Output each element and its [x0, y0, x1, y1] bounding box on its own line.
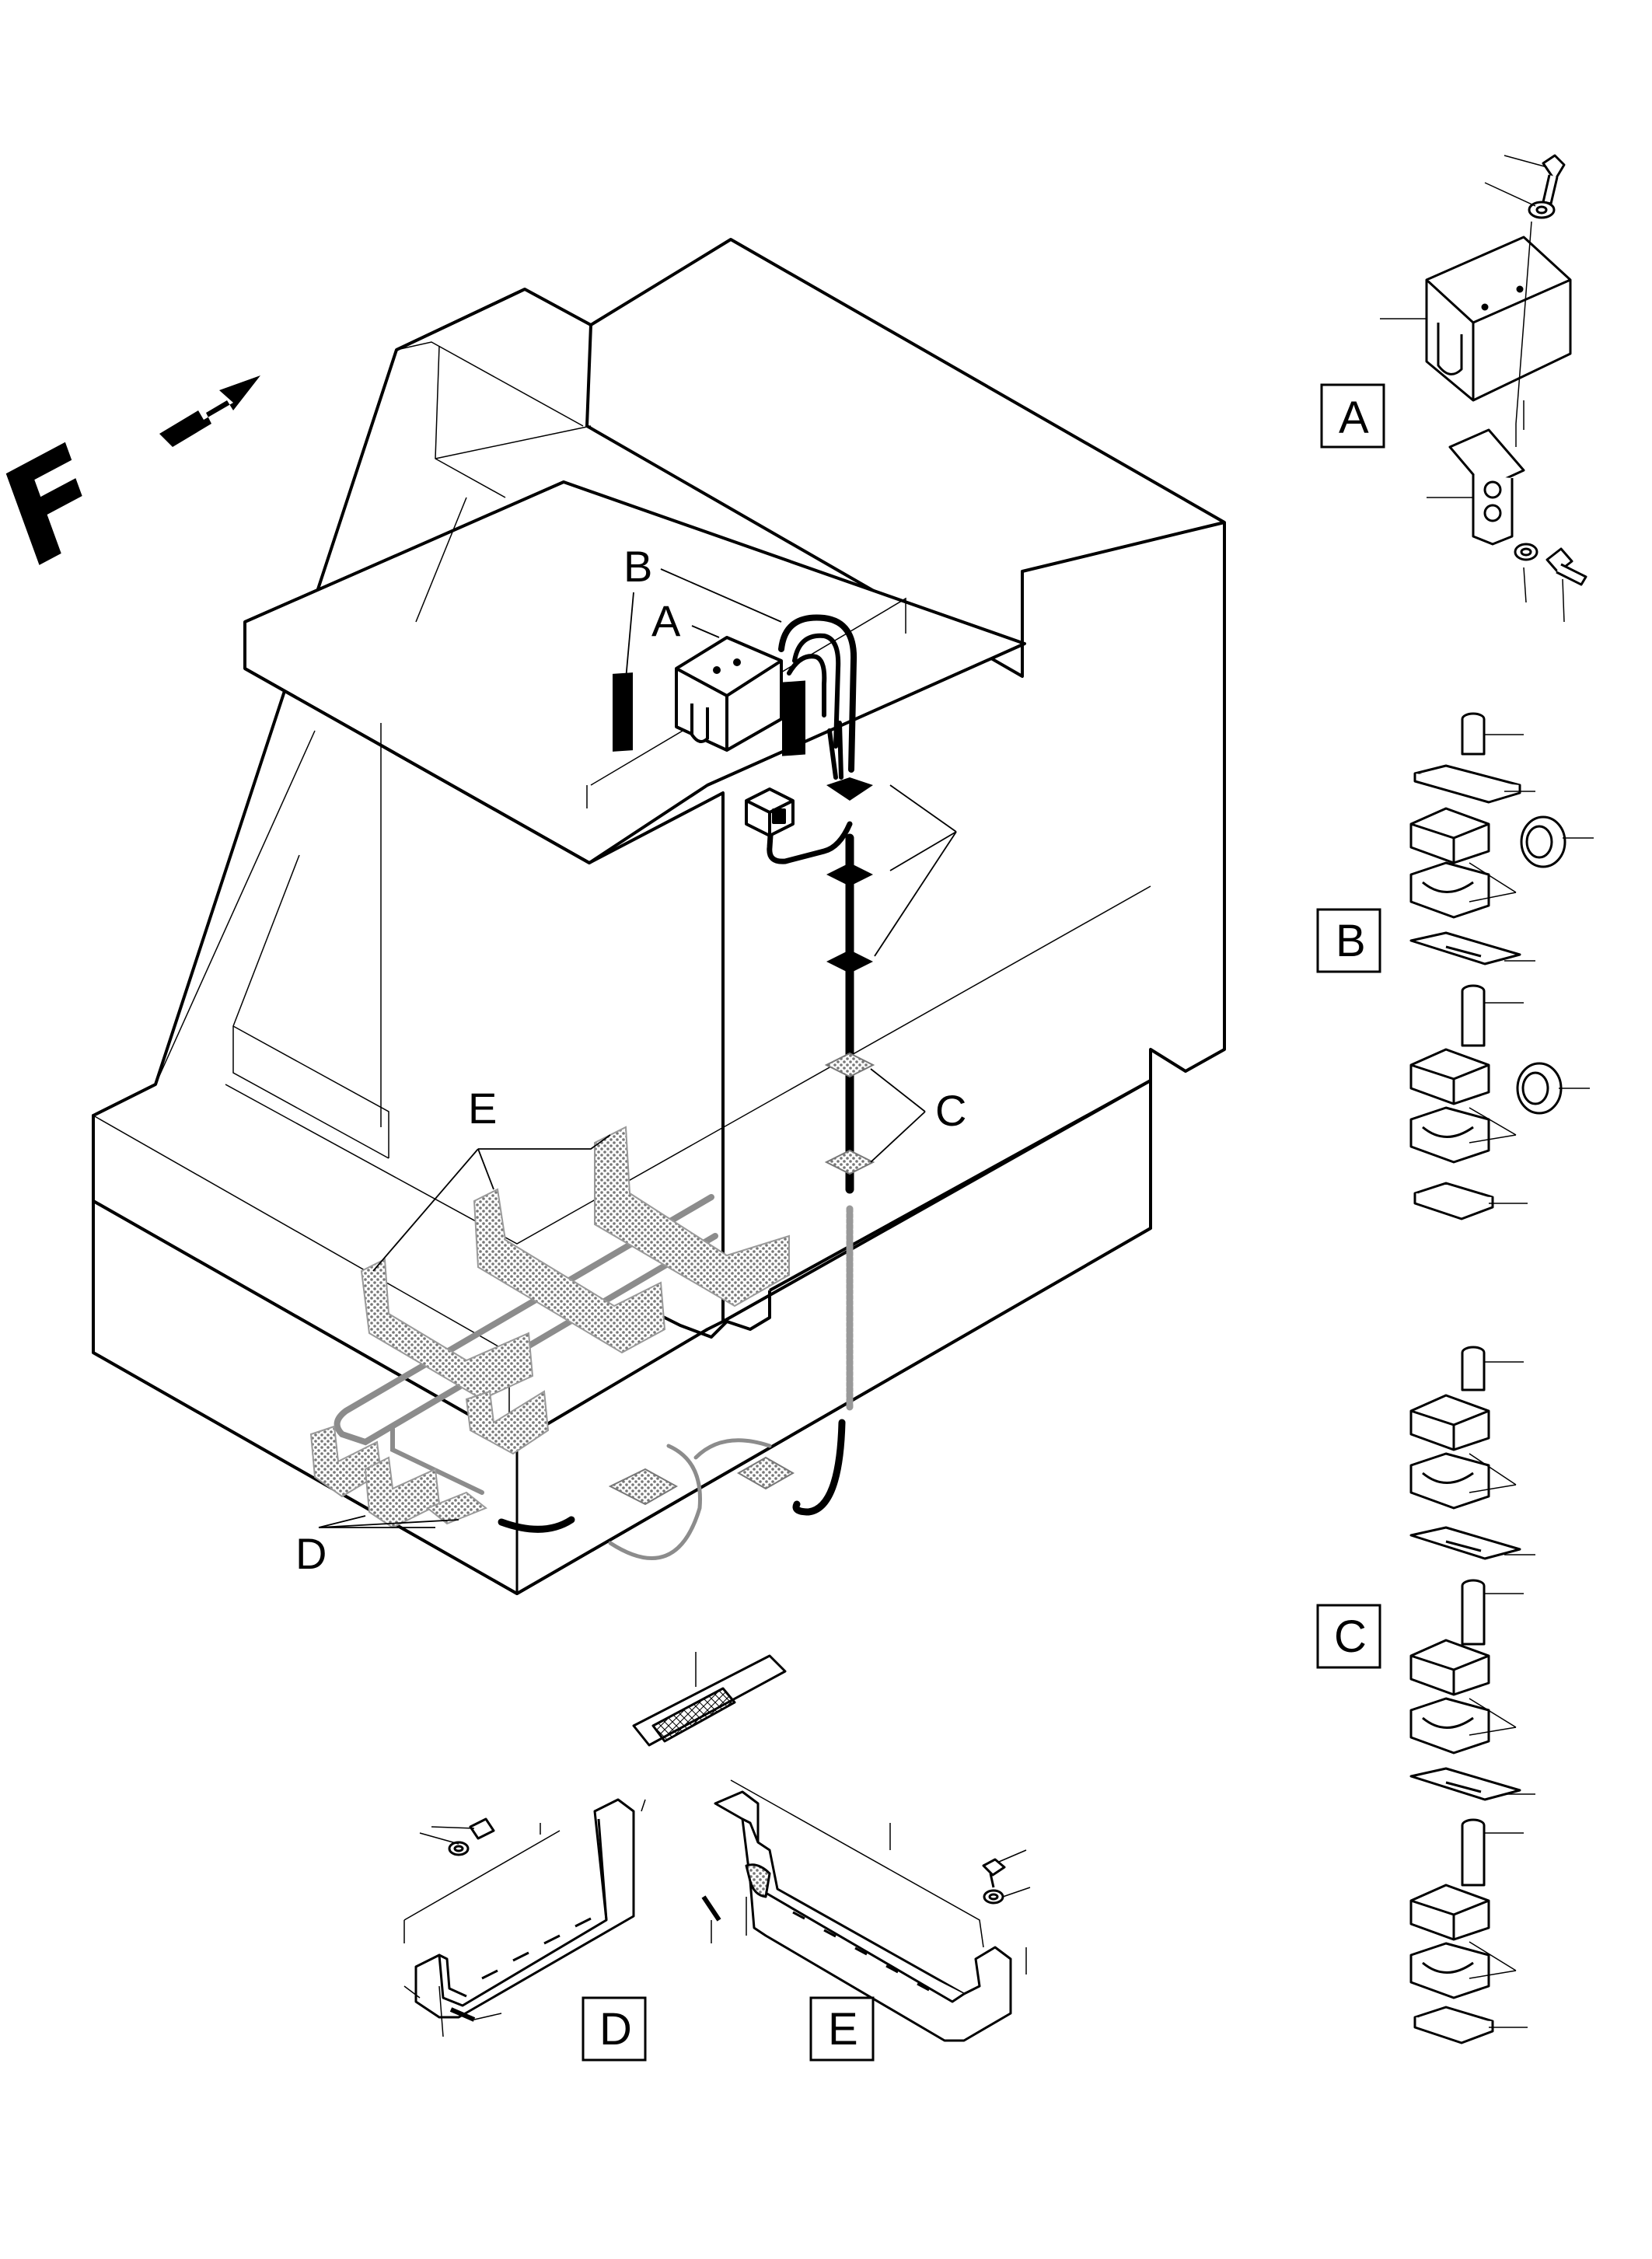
callout-a: A: [651, 596, 681, 645]
callout-d: D: [295, 1529, 327, 1578]
detail-c-leaders: [1469, 1361, 1535, 2028]
clamp-marker-7: [736, 1456, 795, 1490]
clamp-marker-6: [608, 1468, 679, 1506]
forward-arrow-icon: [159, 375, 260, 447]
machine-housing: [92, 238, 1226, 1595]
detail-d-bracket: [414, 1798, 635, 2022]
detail-c-clamp-kit: [1409, 1346, 1521, 2044]
callout-c: C: [935, 1086, 966, 1135]
clamp-marker-5: [824, 1149, 875, 1175]
clamp-marker-4: [824, 1052, 875, 1078]
bracket-a-on-housing: [675, 636, 783, 752]
detail-a-label: A: [1339, 393, 1369, 443]
connector-box: [745, 787, 795, 837]
clamp-marker-2: [826, 863, 873, 886]
hose-routing: [334, 614, 857, 1561]
detail-b-label: B: [1336, 916, 1366, 966]
direction-letter: F: [0, 412, 119, 600]
detail-e-box: [809, 1996, 875, 2062]
callout-e: E: [468, 1084, 497, 1133]
detail-e-label: E: [828, 2004, 858, 2055]
detail-a-cover-bracket: [1425, 154, 1587, 586]
callout-b: B: [623, 542, 652, 591]
front-direction-marker: F: [0, 375, 260, 601]
clamp-marker-3: [826, 950, 873, 973]
detail-c-label: C: [1334, 1611, 1367, 1662]
detail-d-box: [582, 1996, 647, 2062]
clamp-marker-1: [826, 777, 873, 801]
detail-a-leaders: [1380, 155, 1565, 623]
detail-b-box: [1316, 908, 1381, 973]
detail-d-label: D: [599, 2004, 632, 2055]
detail-e-leaders: [711, 1779, 1031, 1974]
clamp-markers: [608, 777, 875, 1506]
hidden-brackets: [309, 1126, 790, 1529]
detail-b-leaders: [1469, 734, 1594, 1204]
housing-hidden-lines: [93, 341, 1151, 1442]
detail-b-clamp-kit: [1409, 712, 1566, 1220]
detail-a-box: [1320, 383, 1385, 449]
detail-d-leaders: [403, 1799, 646, 2037]
leader-lines: [318, 568, 957, 1528]
detail-c-box: [1316, 1604, 1381, 1669]
detail-e-bracket: [701, 1790, 1012, 2042]
mesh-strap: [632, 1652, 787, 1747]
